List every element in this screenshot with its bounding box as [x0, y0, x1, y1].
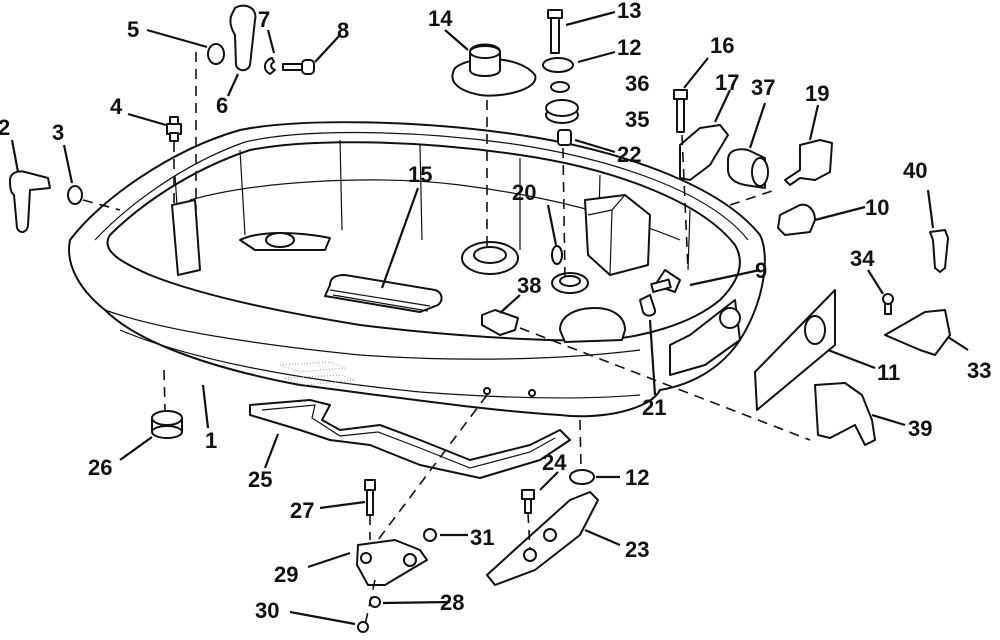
callout-11: 11	[877, 360, 900, 385]
part-16-bolt	[673, 89, 688, 133]
callout-38: 38	[517, 273, 541, 298]
part-31-nut	[423, 528, 437, 542]
callout-28: 28	[440, 590, 464, 615]
part-22-sleeve	[557, 129, 572, 146]
callout-35: 35	[625, 107, 649, 132]
lower-cover-tray	[68, 121, 766, 418]
callout-31: 31	[470, 525, 494, 550]
gasket-25	[249, 399, 571, 479]
callout-8: 8	[337, 18, 349, 43]
callout-17: 17	[715, 70, 739, 95]
callout-30: 30	[255, 598, 279, 623]
callout-5: 5	[127, 17, 139, 42]
callout-13: 13	[617, 0, 641, 23]
callout-6: 6	[216, 93, 228, 118]
part-6-link	[229, 4, 257, 72]
callout-19: 19	[805, 81, 829, 106]
callout-24: 24	[542, 450, 567, 475]
part-26-grommet	[151, 410, 183, 439]
callout-36: 36	[625, 71, 649, 96]
callout-33: 33	[967, 358, 991, 383]
part-10-grommet	[777, 203, 816, 236]
callout-14: 14	[428, 6, 453, 31]
part-35-grommet	[545, 99, 579, 124]
part-24-bolt	[521, 489, 535, 514]
callout-10: 10	[865, 195, 889, 220]
callout-25: 25	[248, 467, 272, 492]
callout-2: 2	[0, 115, 10, 140]
part-17-bracket	[679, 124, 729, 181]
part-19-fitting	[784, 139, 833, 186]
callout-16: 16	[710, 33, 734, 58]
part-33-bracket	[884, 309, 951, 356]
part-23-bracket	[486, 491, 599, 586]
callout-4: 4	[110, 94, 123, 119]
part-8-screw	[282, 59, 315, 75]
part-13-bolt	[547, 9, 563, 54]
callout-15: 15	[408, 162, 432, 187]
part-7-clip	[264, 57, 276, 75]
callout-7: 7	[258, 7, 270, 32]
part-3-washer	[67, 185, 83, 205]
part-12-washer-top	[542, 57, 574, 73]
part-38-clip	[481, 309, 519, 336]
callout-40: 40	[903, 158, 927, 183]
part-34-screw	[882, 293, 894, 315]
assembly-lines	[82, 52, 811, 626]
callout-12-top: 12	[617, 35, 641, 60]
callout-23: 23	[625, 537, 649, 562]
part-36-washer	[550, 81, 570, 93]
part-39-plate	[814, 382, 876, 446]
part-29-clamp	[356, 539, 428, 586]
part-37-bumper	[727, 148, 769, 189]
callout-labels: 2 3 4 5 6 7 8 1 9 10 11 12 12 13 14 15 1…	[0, 0, 991, 623]
part-40-clip	[929, 229, 949, 273]
part-5-washer	[207, 43, 225, 65]
callout-21: 21	[642, 395, 666, 420]
callout-20: 20	[512, 180, 536, 205]
callout-1: 1	[205, 428, 217, 453]
leader-lines	[10, 10, 969, 626]
callout-26: 26	[88, 455, 112, 480]
part-27-bolt	[364, 479, 376, 516]
callout-39: 39	[908, 416, 932, 441]
callout-37: 37	[751, 75, 775, 100]
callout-12-bottom: 12	[625, 465, 649, 490]
part-4-fitting	[166, 116, 182, 142]
part-2-lever	[9, 170, 51, 233]
callout-22: 22	[617, 142, 641, 167]
callout-3: 3	[52, 120, 64, 145]
part-20-washer	[551, 245, 563, 265]
callout-27: 27	[290, 498, 314, 523]
callout-34: 34	[850, 246, 875, 271]
part-21-screw	[639, 294, 657, 317]
part-12-washer-bottom	[569, 469, 595, 485]
callout-29: 29	[274, 562, 298, 587]
part-30-screw	[357, 621, 369, 633]
callout-9: 9	[755, 258, 767, 283]
part-14-grommet	[451, 43, 537, 97]
